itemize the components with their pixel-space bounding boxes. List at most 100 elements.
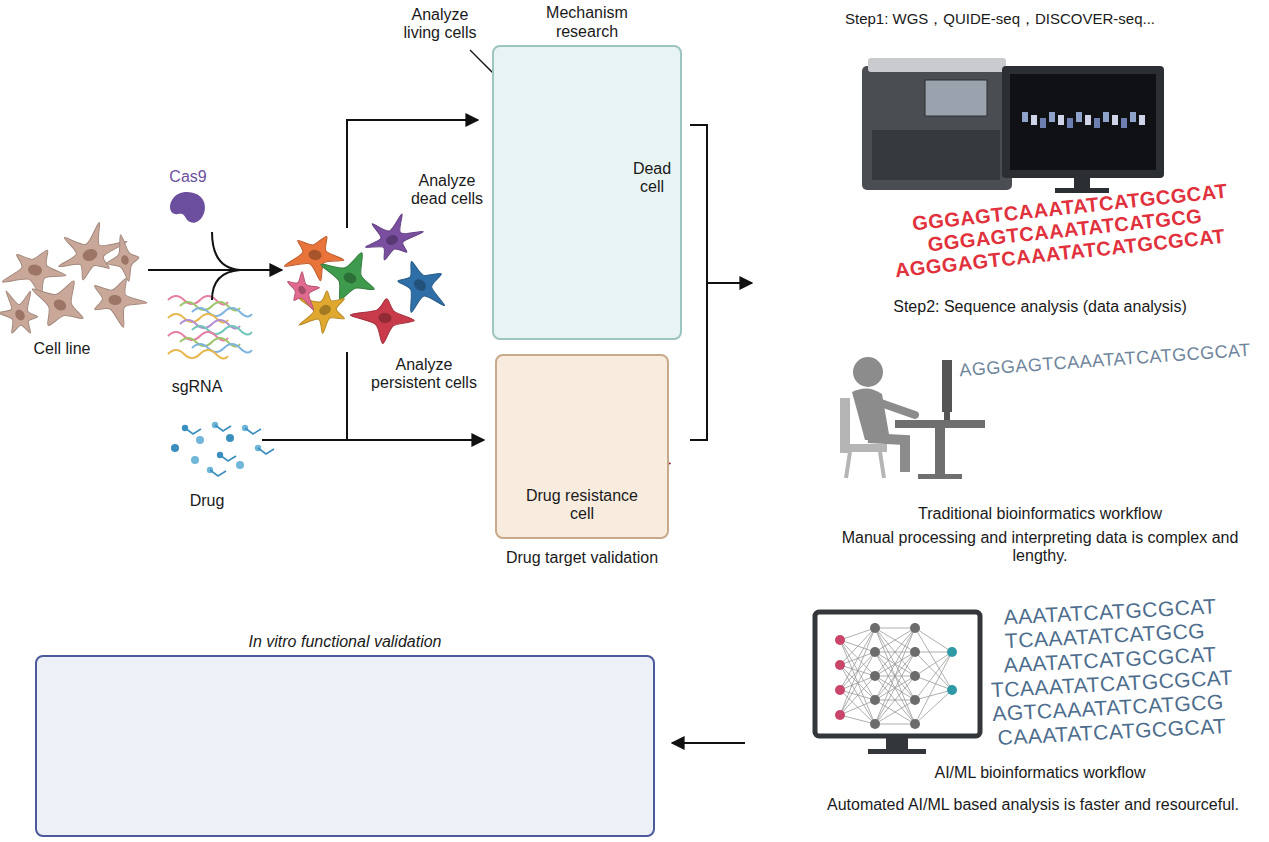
sequencer-panel [872, 130, 1000, 180]
cell-figure [20, 265, 97, 339]
annotation-label: Dead cell [629, 160, 675, 197]
nn-node [835, 660, 845, 670]
read-band [1031, 115, 1037, 125]
drug-molecule [236, 461, 244, 469]
sgrna-strand [168, 332, 228, 341]
drug-molecule [191, 456, 199, 464]
sgrna-strand [192, 326, 252, 335]
annotation-label: Drug [190, 492, 225, 510]
read-band [1130, 112, 1136, 122]
nn-link [915, 652, 952, 700]
panel-heading: Drug target validation [482, 549, 682, 567]
nn-link [840, 665, 875, 724]
nn-link [840, 640, 875, 724]
nn-link [875, 628, 915, 652]
cas9-protein [170, 192, 205, 223]
monitor [1002, 66, 1164, 178]
nn-node [910, 671, 920, 681]
nn-node [870, 671, 880, 681]
flow-arrow [262, 439, 347, 441]
sgrna-strand [192, 344, 252, 353]
nn-link [840, 628, 875, 690]
sgrna-strand [180, 302, 240, 311]
read-band [1040, 118, 1046, 128]
merge-curve [212, 232, 240, 270]
drug-molecule [171, 444, 179, 452]
annotation-label: AI/ML bioinformatics workflow [934, 764, 1145, 782]
cell-figure [91, 276, 149, 329]
desk-top [895, 420, 985, 428]
nn-node [870, 719, 880, 729]
nn-link [915, 652, 952, 676]
nn-link [875, 700, 915, 724]
nn-node [870, 623, 880, 633]
ai-base [868, 749, 926, 754]
nn-node [947, 685, 957, 695]
annotation-label: Automated AI/ML based analysis is faster… [827, 796, 1239, 814]
nn-link [875, 628, 915, 724]
nn-link [875, 652, 915, 724]
sgrna-strand [168, 296, 228, 305]
nn-link [840, 676, 875, 715]
sgrna-strand [168, 350, 228, 359]
person-arm [878, 402, 915, 415]
nn-link [915, 652, 952, 690]
desk-leg [935, 428, 945, 478]
person-head [853, 357, 883, 387]
pc-monitor [942, 360, 952, 412]
chair-seat [842, 444, 887, 452]
read-band [1022, 112, 1028, 122]
nn-link [875, 676, 915, 724]
nn-link [915, 690, 952, 724]
nn-node [910, 695, 920, 705]
read-band [1121, 118, 1127, 128]
panel-heading: Mechanism research [532, 4, 642, 41]
nn-link [875, 628, 915, 676]
desk-foot [918, 474, 962, 479]
drug-bond [258, 448, 274, 454]
drug-bond [220, 455, 236, 461]
sgrna-strand [168, 314, 228, 323]
monitor-screen [1010, 74, 1156, 170]
read-band [1112, 115, 1118, 125]
cell-figure [348, 296, 416, 346]
pc-stand [944, 410, 950, 420]
drug-bond [215, 425, 231, 431]
nn-node [910, 623, 920, 633]
sequence-text: AGGGAGTCAAATATCATGCGCAT [959, 340, 1252, 381]
sgrna-strand [180, 338, 240, 347]
nn-link [840, 700, 875, 715]
annotation-label: Cas9 [169, 168, 206, 186]
nn-link [840, 628, 875, 715]
sequencer-body [862, 66, 1012, 190]
nn-node [870, 695, 880, 705]
read-band [1139, 115, 1145, 125]
cell-figure [283, 268, 327, 316]
nn-node [910, 719, 920, 729]
annotation-label: Drug resistance cell [512, 487, 652, 524]
nn-link [840, 652, 875, 715]
annotation-label: Analyze persistent cells [360, 356, 488, 393]
read-band [1049, 112, 1055, 122]
nn-link [915, 652, 952, 724]
flow-arrow [148, 269, 282, 271]
nn-link [840, 640, 875, 700]
ai-monitor [815, 612, 980, 736]
annotation-label: Analyze living cells [394, 6, 486, 43]
drug-molecule [226, 434, 234, 442]
sequencer-screen [925, 80, 987, 116]
read-band [1076, 112, 1082, 122]
cell-figure [0, 280, 49, 341]
annotation-label: Traditional bioinformatics workflow [918, 505, 1162, 523]
sgrna-strand [192, 308, 252, 317]
annotation-label: Cell line [34, 340, 91, 358]
drug-bond [210, 470, 226, 476]
nn-link [875, 628, 915, 676]
nn-node [947, 647, 957, 657]
merge-curve [212, 270, 240, 300]
nn-node [870, 647, 880, 657]
nn-node [835, 685, 845, 695]
annotation-label: Manual processing and interpreting data … [835, 529, 1245, 566]
nn-link [875, 628, 915, 629]
